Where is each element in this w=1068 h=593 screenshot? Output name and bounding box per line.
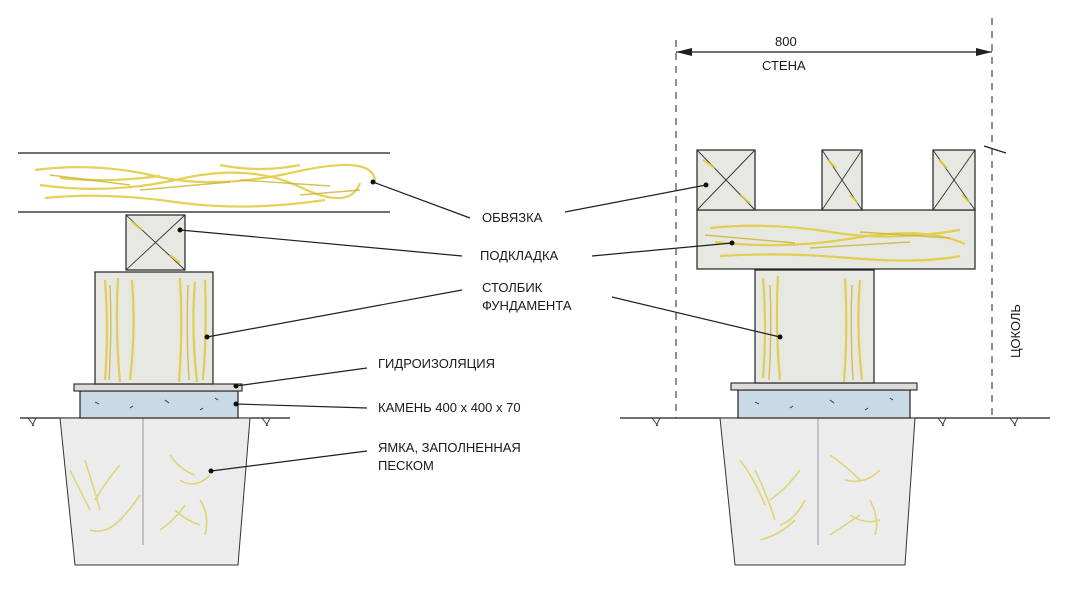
label-dimension: 800 xyxy=(775,34,797,49)
label-yamka-line1: ЯМКА, ЗАПОЛНЕННАЯ xyxy=(378,440,521,455)
right-stone-slab xyxy=(737,389,911,419)
label-obvyazka: ОБВЯЗКА xyxy=(482,210,543,225)
left-stone-slab xyxy=(79,390,239,419)
label-gidroizolyatsiya: ГИДРОИЗОЛЯЦИЯ xyxy=(378,356,495,371)
right-beam-section-1 xyxy=(696,149,756,211)
dimension-line xyxy=(676,48,992,56)
leader-lines xyxy=(177,179,783,474)
left-spacer-block xyxy=(125,214,186,271)
label-kamen: КАМЕНЬ 400 х 400 х 70 xyxy=(378,400,521,415)
left-waterproofing-layer xyxy=(73,383,243,392)
left-beam xyxy=(18,152,390,213)
right-beam-section-2 xyxy=(821,149,863,211)
right-beam-section-3 xyxy=(932,149,976,211)
label-stolbik-line1: СТОЛБИК xyxy=(482,280,543,295)
right-waterproofing-layer xyxy=(730,382,918,391)
right-foundation-post xyxy=(754,269,875,384)
wall-tick xyxy=(983,145,1007,154)
left-section xyxy=(18,152,390,566)
left-sand-pit xyxy=(59,417,251,566)
right-spacer-board xyxy=(696,209,976,270)
label-stena: СТЕНА xyxy=(762,58,806,73)
label-yamka-line2: ПЕСКОМ xyxy=(378,458,434,473)
right-sand-pit xyxy=(719,417,916,566)
label-tsokol: ЦОКОЛЬ xyxy=(1008,304,1023,358)
left-foundation-post xyxy=(94,271,214,385)
right-section xyxy=(620,18,1050,566)
label-stolbik-line2: ФУНДАМЕНТА xyxy=(482,298,572,313)
label-podkladka: ПОДКЛАДКА xyxy=(480,248,559,263)
